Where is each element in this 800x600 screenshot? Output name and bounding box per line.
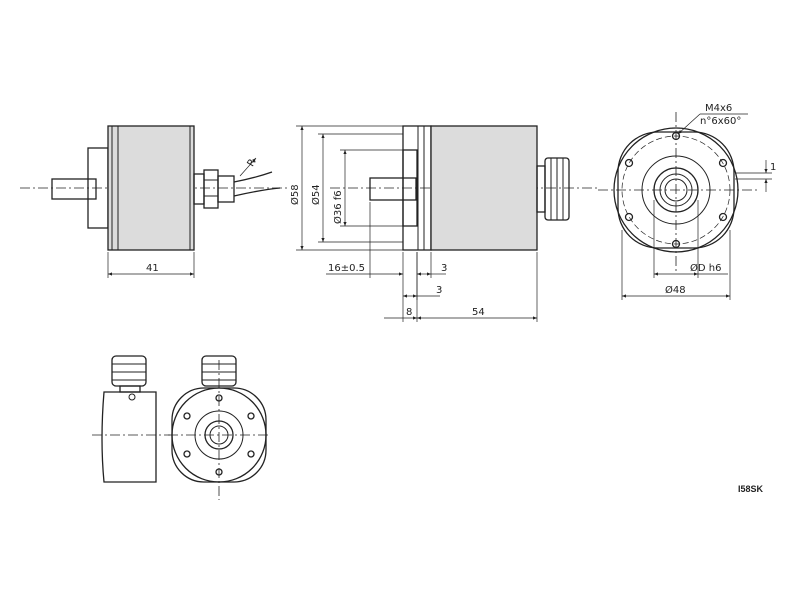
connector-base	[536, 165, 546, 213]
dim-54d: Ø54	[310, 184, 322, 205]
body-1	[107, 125, 195, 251]
bolt-circle	[621, 135, 731, 245]
dim-1: 1	[770, 162, 776, 173]
small-spigot	[194, 410, 244, 460]
dim-36: Ø36 f6	[332, 190, 344, 224]
hole-3	[718, 212, 728, 222]
front-shaft-inner	[664, 178, 688, 202]
small-hole-6	[183, 412, 191, 420]
front-outer-circle	[613, 127, 739, 253]
dim-16: 16±0.5	[328, 263, 365, 274]
hole-4	[671, 239, 681, 249]
hole-6	[624, 158, 634, 168]
thread-label: M4x6	[705, 103, 732, 114]
gland-hex	[203, 169, 219, 209]
gland-cap	[217, 175, 235, 203]
model-code: I58SK	[738, 484, 764, 494]
cable-bottom	[233, 187, 281, 197]
front-view: M4x6 n°6x60° 1 ØD h6 Ø48	[598, 103, 776, 300]
front-shaft-mid	[659, 173, 693, 207]
dim-58: Ø58	[289, 184, 301, 205]
hole-5	[624, 212, 634, 222]
small-hole-5	[183, 450, 191, 458]
hole-1	[671, 131, 681, 141]
dim-41: 41	[146, 263, 159, 274]
side-view-cable: R 41	[20, 125, 290, 278]
small-shaft-outer	[204, 420, 234, 450]
dim-Dh6: ØD h6	[690, 262, 721, 274]
dim-3a: 3	[441, 263, 447, 274]
dim-54: 54	[472, 307, 485, 318]
radius-label: R	[246, 157, 259, 169]
section-view-connector: Ø58 Ø54 Ø36 f6 16±0.5 3 3 8 54	[289, 125, 600, 322]
small-hole-1	[215, 394, 223, 402]
small-hole-2	[247, 412, 255, 420]
hole-2	[718, 158, 728, 168]
dim-3b: 3	[436, 285, 442, 296]
dim-48: Ø48	[665, 284, 686, 296]
small-outer-circle	[171, 387, 267, 483]
body-2	[430, 125, 538, 251]
small-conn-base	[119, 385, 141, 393]
small-side-view	[92, 355, 170, 483]
small-hole-3	[247, 450, 255, 458]
front-spigot-circle	[641, 155, 711, 225]
small-shaft-inner	[209, 425, 229, 445]
small-hole-4	[215, 468, 223, 476]
shaft-1	[51, 178, 97, 200]
front-shaft-outer	[653, 167, 699, 213]
thread-leader	[677, 113, 701, 135]
radius-leader	[239, 157, 257, 177]
small-body-screw	[128, 393, 136, 401]
spigot-2	[402, 149, 418, 227]
gland-nut	[193, 173, 205, 205]
dim-8: 8	[406, 307, 412, 318]
cable-top	[233, 171, 273, 183]
small-connector-top	[111, 355, 147, 387]
holes-label: n°6x60°	[700, 116, 741, 127]
small-front-view	[168, 355, 270, 500]
small-connector-top-2	[201, 355, 237, 387]
shaft-2	[369, 177, 417, 201]
small-body	[101, 391, 157, 483]
